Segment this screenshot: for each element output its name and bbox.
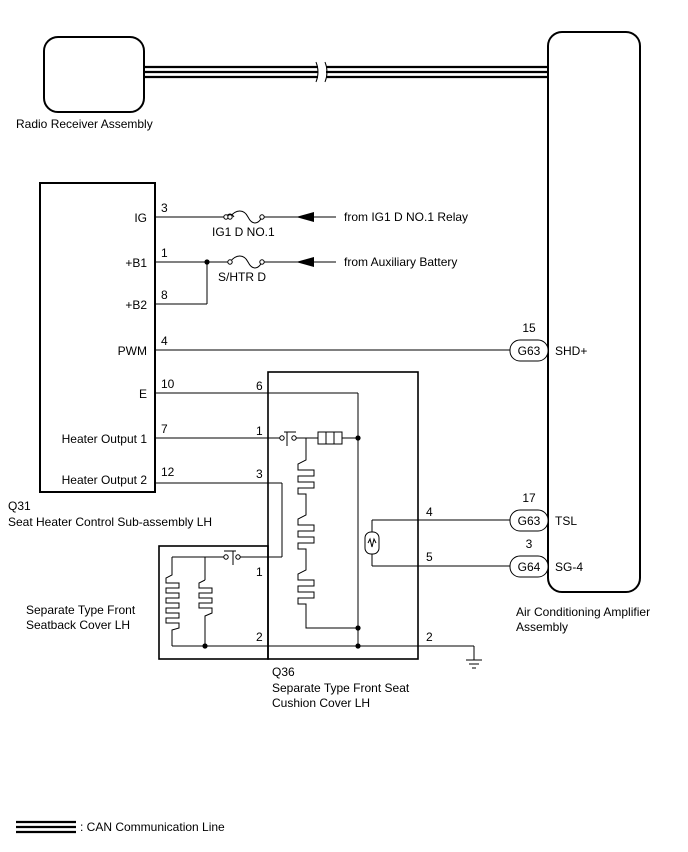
fuse-shtr-label: S/HTR D xyxy=(218,270,266,284)
q36-pin-sg4: 5 xyxy=(426,550,433,564)
q36-pin-heater2: 3 xyxy=(256,467,263,481)
seatback-label-2: Seatback Cover LH xyxy=(26,618,130,632)
cushion-heater-element xyxy=(297,450,361,631)
ac-amplifier-label-2: Assembly xyxy=(516,620,568,634)
q36-pin-heater1: 1 xyxy=(256,424,263,438)
connector-g63-tsl-label: G63 xyxy=(518,514,541,528)
q36-pin-e: 6 xyxy=(256,379,263,393)
q31-pin-b1: 1 xyxy=(161,246,168,260)
ground-wire xyxy=(268,628,475,660)
q31-terminal-heater2: Heater Output 2 xyxy=(62,473,148,487)
amp-terminal-sg4: SG-4 xyxy=(555,560,583,574)
q31-box xyxy=(39,182,156,493)
connector-g64-sg4-label: G64 xyxy=(518,560,541,574)
seatback-heater-element xyxy=(165,550,268,649)
seatback-box xyxy=(158,545,269,660)
q36-pin-tsl: 4 xyxy=(426,505,433,519)
q31-terminal-b1: +B1 xyxy=(125,256,147,270)
q31-terminal-heater1: Heater Output 1 xyxy=(62,432,148,446)
q31-terminal-e: E xyxy=(139,387,147,401)
q36-box xyxy=(267,371,419,660)
q31-pin-e: 10 xyxy=(161,377,175,391)
source-aux-battery: from Auxiliary Battery xyxy=(344,255,457,269)
e-wire xyxy=(155,392,359,630)
ac-amplifier-label-1: Air Conditioning Amplifier xyxy=(516,605,650,619)
source-ig1-relay: from IG1 D NO.1 Relay xyxy=(344,210,468,224)
q31-code: Q31 xyxy=(8,499,31,513)
q36-code: Q36 xyxy=(272,665,295,679)
q31-name: Seat Heater Control Sub-assembly LH xyxy=(8,515,212,529)
radio-receiver-label: Radio Receiver Assembly xyxy=(16,117,153,131)
can-legend-swatch xyxy=(16,820,76,834)
can-bus-line xyxy=(144,61,548,83)
amp-pin-tsl: 17 xyxy=(522,491,536,505)
q36-pin-ground: 2 xyxy=(426,630,433,644)
q31-terminal-pwm: PWM xyxy=(118,344,147,358)
ac-amplifier-box xyxy=(547,31,641,593)
q31-pin-heater2: 12 xyxy=(161,465,175,479)
q31-terminal-ig: IG xyxy=(134,211,147,225)
thermistor-circuit xyxy=(364,519,510,567)
seatback-pin-ground: 2 xyxy=(256,630,263,644)
radio-receiver-box xyxy=(43,36,145,113)
amp-terminal-tsl: TSL xyxy=(555,514,577,528)
connector-g64-sg4 xyxy=(509,555,549,578)
connector-g63-shd-label: G63 xyxy=(518,344,541,358)
amp-terminal-shd: SHD+ xyxy=(555,344,587,358)
ground-icon xyxy=(466,659,482,669)
heater1-wire xyxy=(155,431,361,450)
connector-g63-tsl xyxy=(509,509,549,532)
q31-pin-b2: 8 xyxy=(161,288,168,302)
q36-name-2: Cushion Cover LH xyxy=(272,696,370,710)
connector-g63-shd xyxy=(509,339,549,362)
seatback-label-1: Separate Type Front xyxy=(26,603,136,617)
heater2-wire xyxy=(155,482,283,558)
q36-name-1: Separate Type Front Seat xyxy=(272,681,410,695)
amp-pin-shd: 15 xyxy=(522,321,536,335)
battery-wire xyxy=(155,255,336,305)
can-legend-label: : CAN Communication Line xyxy=(80,820,225,834)
seatback-pin-input: 1 xyxy=(256,565,263,579)
fuse-ig1-label: IG1 D NO.1 xyxy=(212,225,275,239)
q31-pin-heater1: 7 xyxy=(161,422,168,436)
q31-pin-pwm: 4 xyxy=(161,334,168,348)
amp-pin-sg4: 3 xyxy=(526,537,533,551)
q31-terminal-b2: +B2 xyxy=(125,298,147,312)
ig-wire xyxy=(155,210,336,224)
q31-pin-ig: 3 xyxy=(161,201,168,215)
